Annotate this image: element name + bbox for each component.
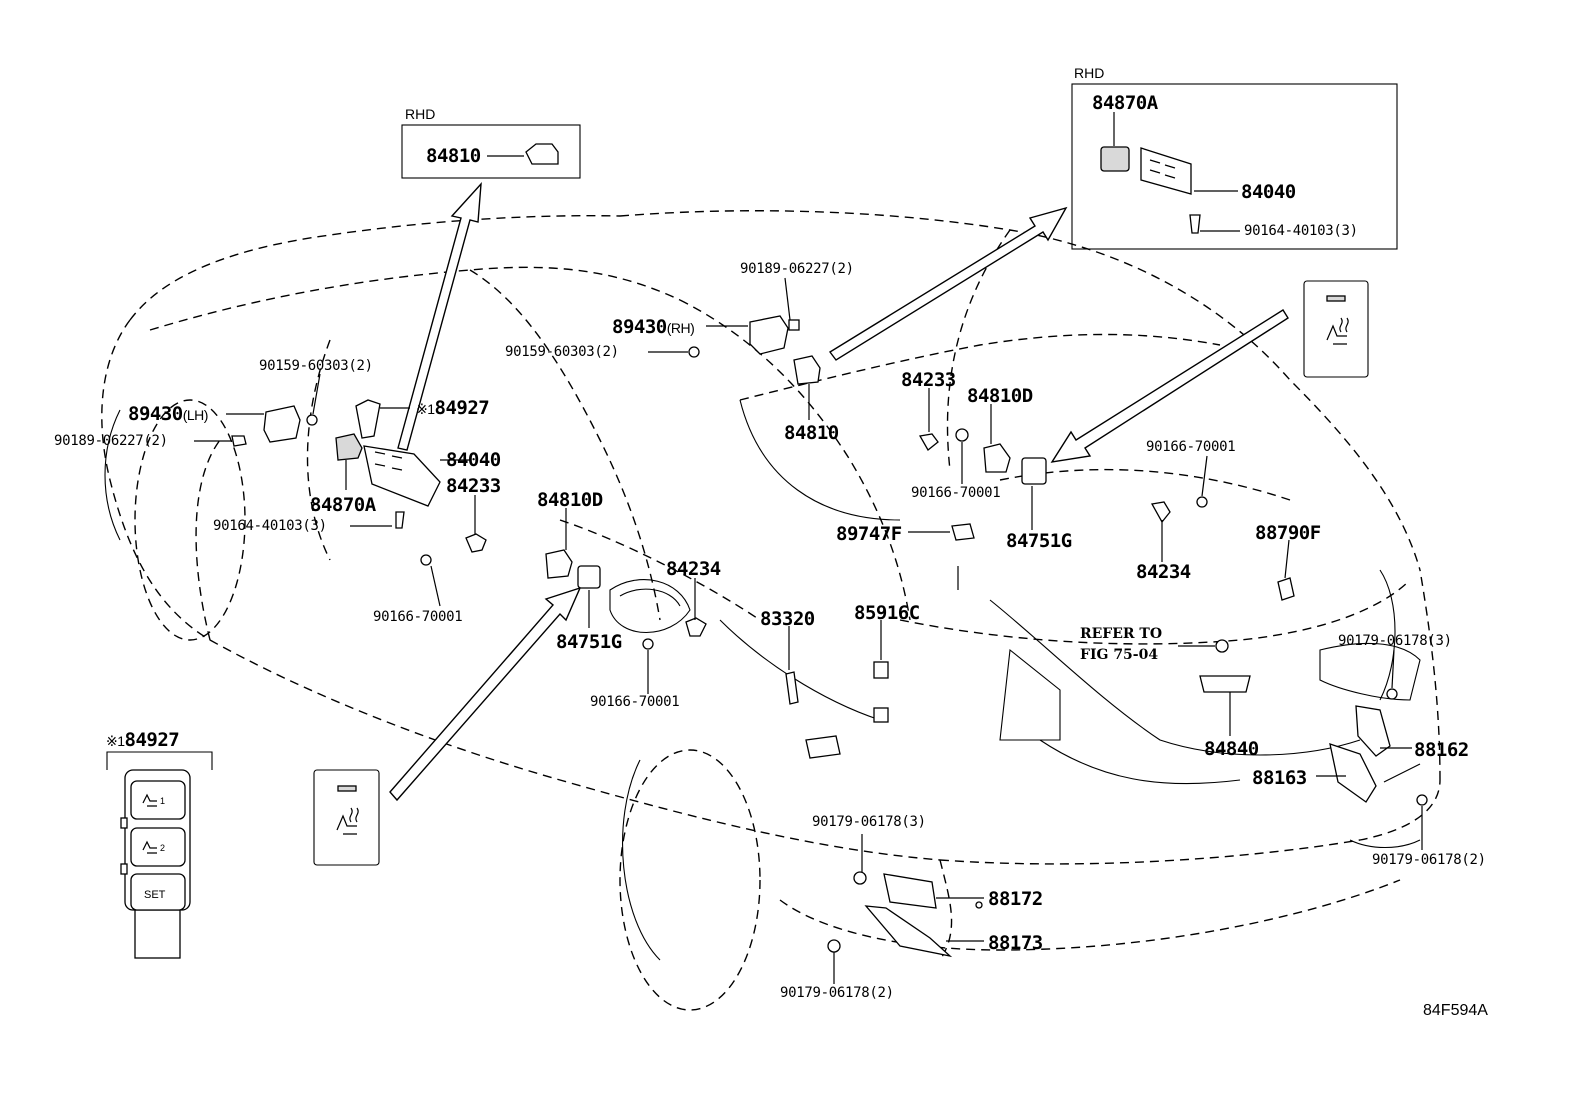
part-84810d-right: 84810D <box>967 385 1033 407</box>
part-84927-number: 84927 <box>434 397 490 419</box>
part-84751g-right: 84751G <box>1006 530 1072 552</box>
arrow-to-rhd-left <box>397 182 482 451</box>
part-88173: 88173 <box>988 932 1043 954</box>
seat-heater-inset-right <box>1303 280 1369 378</box>
arrow-to-rhd-right <box>828 206 1068 361</box>
part-90164-40103-rhd: 90164-40103(3) <box>1244 223 1358 239</box>
part-90189-06227-lh: 90189-06227(2) <box>54 433 168 449</box>
lh-tag: (LH) <box>182 407 209 423</box>
arrow-to-seat-heater-right <box>1050 309 1289 463</box>
part-84810d-left: 84810D <box>537 489 603 511</box>
part-90159-60303-lh: 90159-60303(2) <box>259 358 373 374</box>
rhd-box-left <box>401 124 581 179</box>
memory-switch-number: 84927 <box>124 729 180 751</box>
part-84840: 84840 <box>1204 738 1259 760</box>
part-89430-lh-number: 89430 <box>128 403 183 425</box>
part-84870a-rhd: 84870A <box>1092 92 1158 114</box>
part-84870a-lhd: 84870A <box>310 494 376 516</box>
part-90189-06227-rh: 90189-06227(2) <box>740 261 854 277</box>
refer-fig-text: FIG 75-04 <box>1080 647 1159 663</box>
rhd-tag-left: RHD <box>405 106 436 122</box>
memory-switch-bracket <box>106 751 213 770</box>
part-90159-60303-rh: 90159-60303(2) <box>505 344 619 360</box>
part-88163: 88163 <box>1252 767 1307 789</box>
arrow-to-seat-heater-left <box>389 586 582 802</box>
seat-heater-inset-left <box>313 769 380 866</box>
part-84234-right: 84234 <box>1136 561 1191 583</box>
part-85916c: 85916C <box>854 602 920 624</box>
part-84040-lhd: 84040 <box>446 449 501 471</box>
part-84234-left: 84234 <box>666 558 721 580</box>
part-90179-06178-2-right: 90179-06178(2) <box>1372 852 1486 868</box>
part-90179-06178-3-lower: 90179-06178(3) <box>812 814 926 830</box>
part-88172: 88172 <box>988 888 1043 910</box>
part-83320: 83320 <box>760 608 815 630</box>
part-89430-rh-number: 89430 <box>612 316 667 338</box>
rhd-box-right <box>1071 83 1398 250</box>
part-84751g-left: 84751G <box>556 631 622 653</box>
part-90179-06178-2-lower: 90179-06178(2) <box>780 985 894 1001</box>
pointer-arrows <box>389 182 1289 802</box>
part-90166-70001-right: 90166-70001 <box>1146 439 1236 455</box>
memory-2-label: 2 <box>160 843 166 853</box>
parts-sketches <box>231 143 1428 958</box>
part-84040-rhd: 84040 <box>1241 181 1296 203</box>
part-84233-left: 84233 <box>446 475 501 497</box>
part-90166-70001-lower: 90166-70001 <box>590 694 680 710</box>
refer-to-text: REFER TO <box>1080 626 1163 642</box>
part-84233-right: 84233 <box>901 369 956 391</box>
memory-1-label: 1 <box>160 796 166 806</box>
note-mark-inset: ※1 <box>106 733 125 749</box>
rhd-tag-right: RHD <box>1074 65 1105 81</box>
seat-heater-switch-icon <box>336 295 1349 835</box>
part-84810-center: 84810 <box>784 422 839 444</box>
part-84810-rhd: 84810 <box>426 145 481 167</box>
memory-seat-switch <box>120 769 191 959</box>
memory-switch-title: ※184927 <box>106 729 180 751</box>
leader-lines <box>194 112 1423 984</box>
part-90166-70001-mid: 90166-70001 <box>911 485 1001 501</box>
part-90166-70001-left: 90166-70001 <box>373 609 463 625</box>
part-90179-06178-3-right: 90179-06178(3) <box>1338 633 1452 649</box>
part-89747f: 89747F <box>836 523 902 545</box>
rh-tag: (RH) <box>666 320 695 336</box>
diagram-code: 84F594A <box>1423 1002 1488 1019</box>
part-84927: ※184927 <box>416 397 490 419</box>
part-89430-rh: 89430(RH) <box>612 316 695 338</box>
part-88162: 88162 <box>1414 739 1469 761</box>
part-89430-lh: 89430(LH) <box>128 405 208 424</box>
set-button-label: SET <box>144 889 166 901</box>
part-88790f: 88790F <box>1255 522 1321 544</box>
note-mark: ※1 <box>416 401 435 417</box>
part-90164-40103-lhd: 90164-40103(3) <box>213 518 327 534</box>
